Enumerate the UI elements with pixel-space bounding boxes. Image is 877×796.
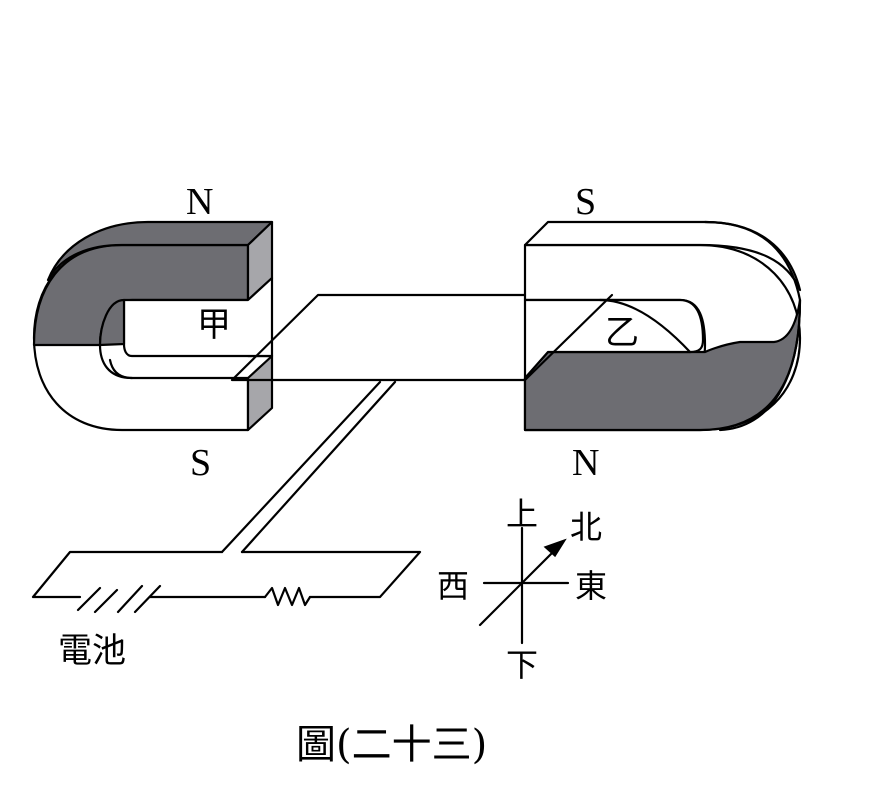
left-magnet-slot [122,276,274,358]
wire-frame-right-edge [523,293,614,382]
left-magnet-inner-curve [108,358,134,380]
left-magnet [32,220,274,432]
direction-east-label: 東 [575,567,607,605]
direction-west-label: 西 [437,567,469,605]
right-magnet-north-half [523,298,802,432]
circuit [31,293,614,614]
right-magnet [523,220,802,432]
figure-caption: 圖(二十三) [296,722,487,768]
north-arrow-icon [543,538,567,558]
left-bottom-pole-label: S [190,442,211,484]
feed-wire-right [240,380,397,554]
direction-compass [478,526,570,645]
direction-north-label: 北 [570,508,602,546]
battery-symbol [76,584,162,614]
left-magnet-slot-shade [98,298,126,347]
left-magnet-top-face [46,220,274,282]
left-magnet-south-side [246,354,274,432]
left-top-pole-label: N [186,181,213,223]
north-south-axis [478,546,559,627]
wire-frame [230,293,527,382]
feed-wire-left [220,380,382,554]
right-top-pole-label: S [575,181,596,223]
right-bottom-pole-label: N [572,442,599,484]
left-gap-label: 甲 [197,305,231,345]
direction-down-label: 下 [506,646,538,684]
resistor-symbol [263,586,312,607]
right-gap-label: 乙 [605,313,639,353]
circuit-loop [31,550,422,599]
direction-up-label: 上 [506,495,538,533]
right-magnet-rim [703,220,802,432]
battery-label: 電池 [58,631,126,671]
right-magnet-inner-curve [598,298,692,354]
